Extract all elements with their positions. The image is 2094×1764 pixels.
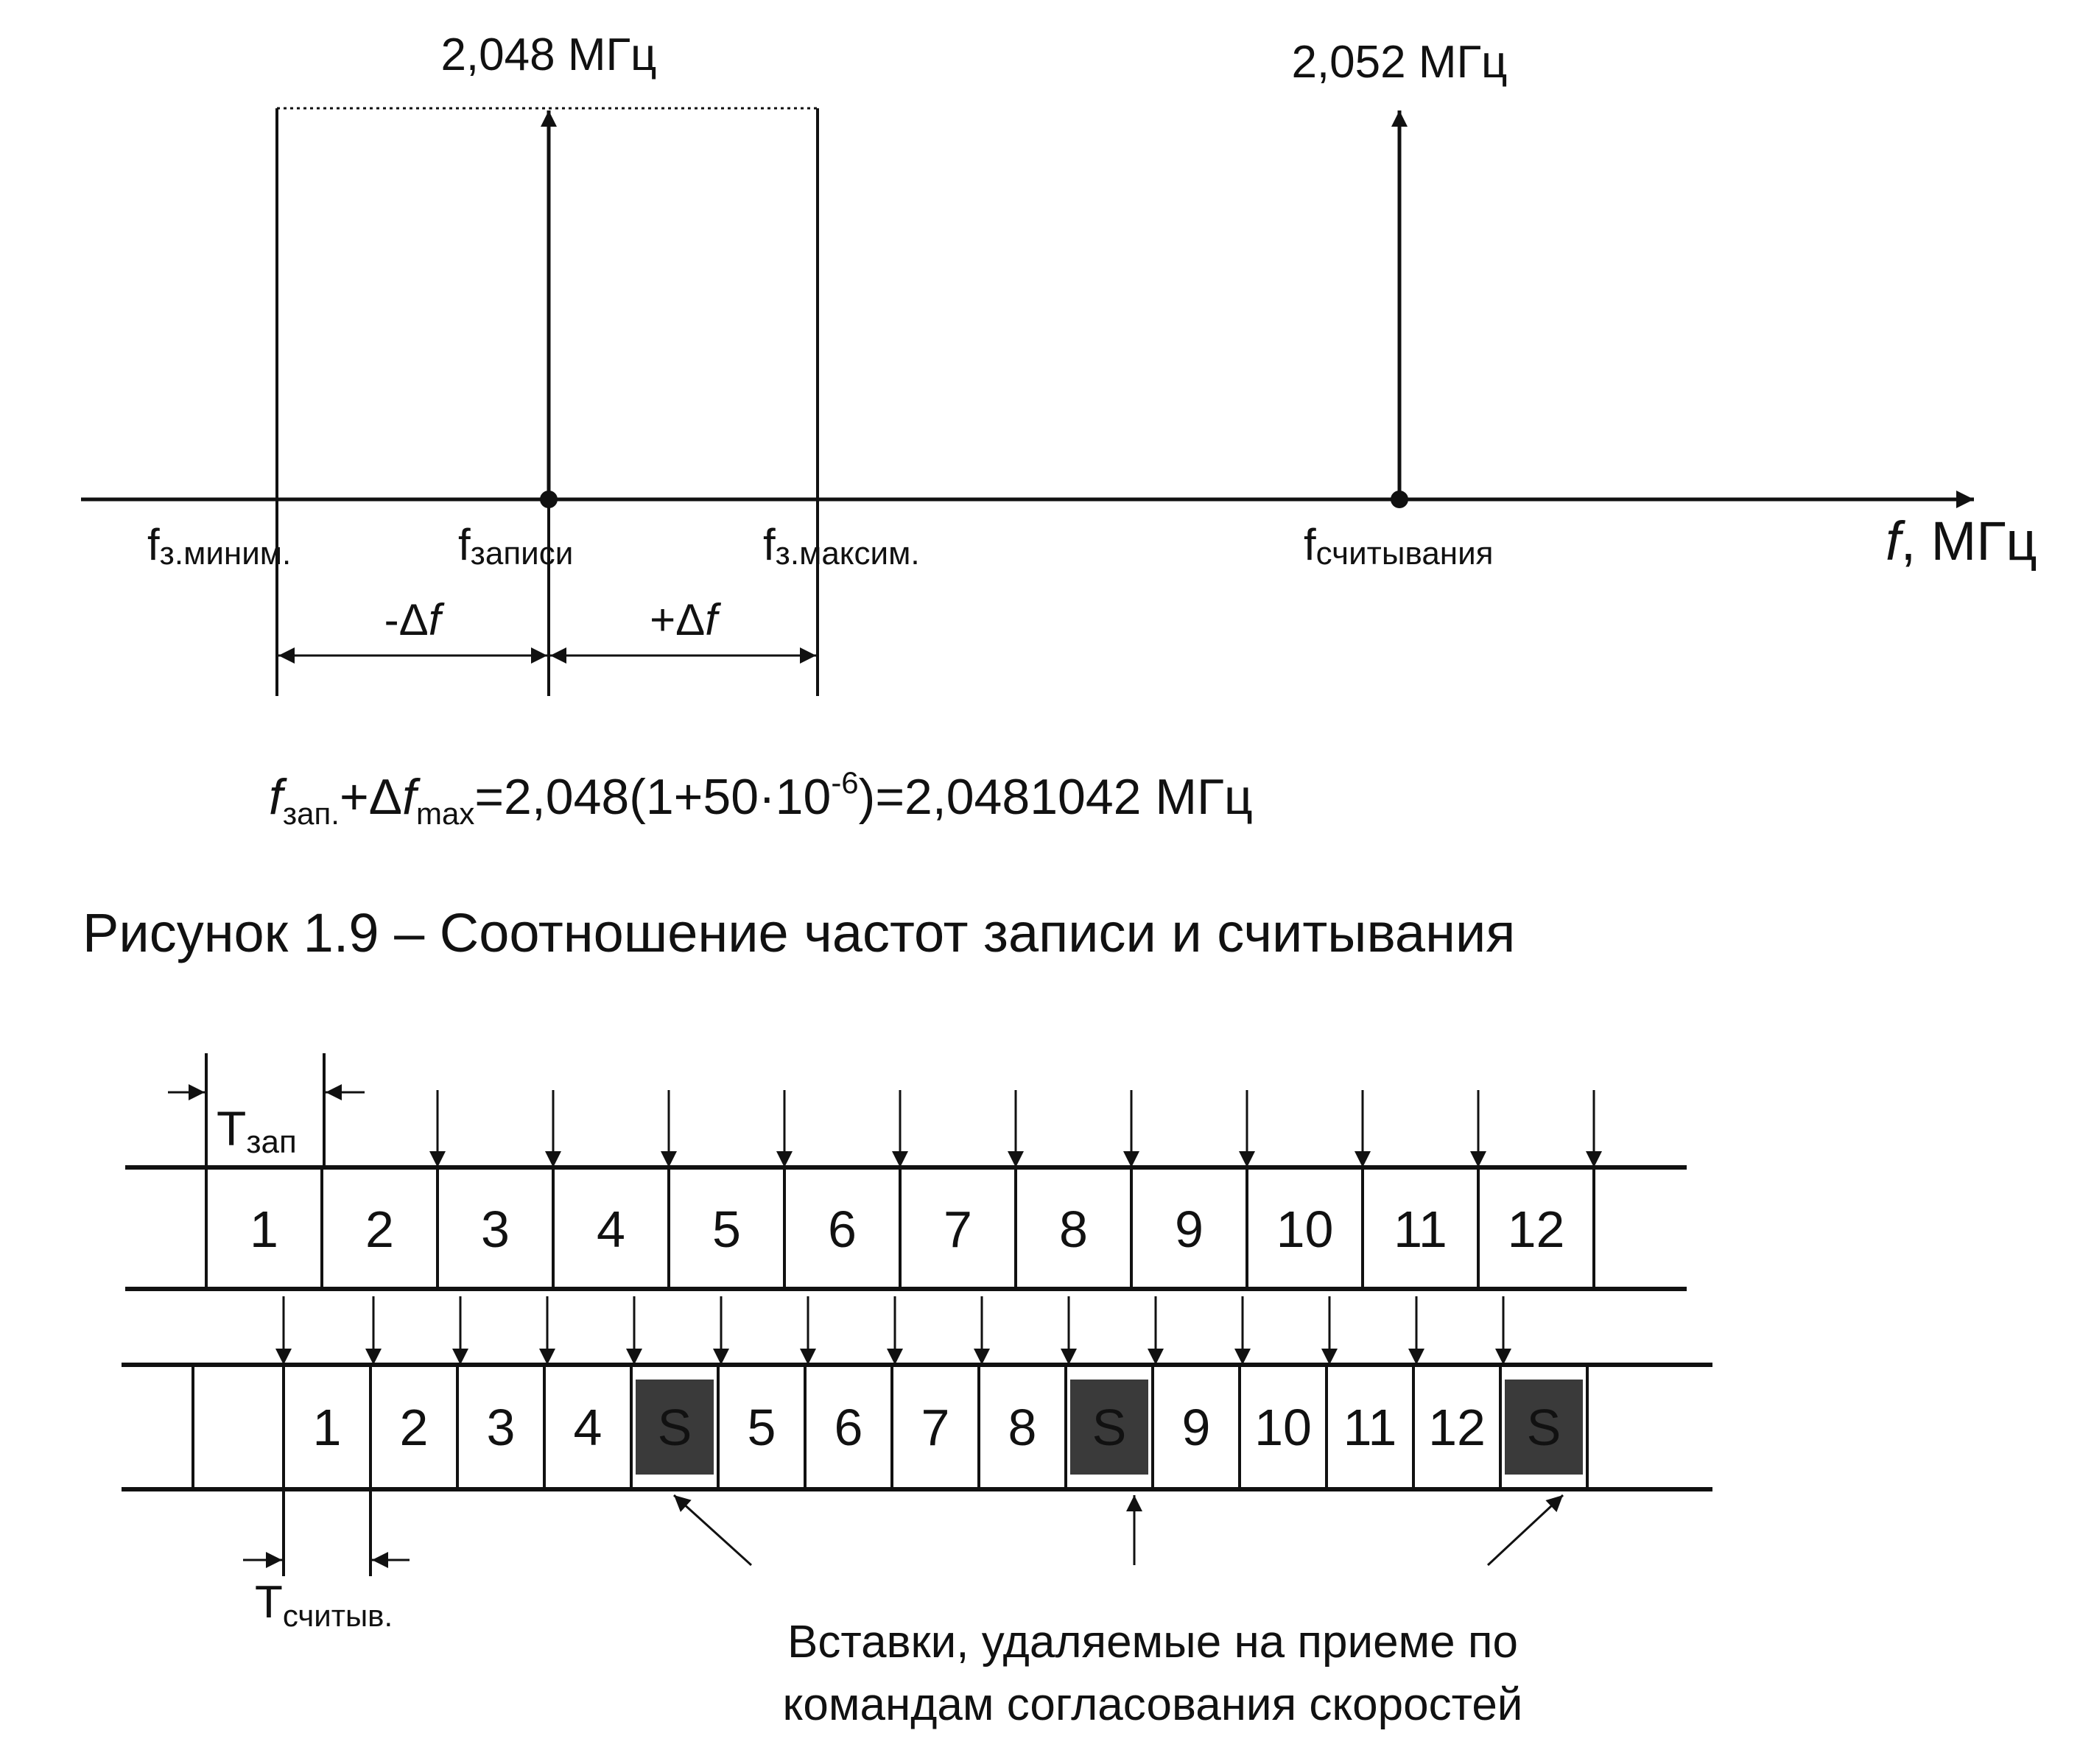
stuffing-slot (1505, 1380, 1583, 1475)
f-read-dot (1391, 491, 1408, 508)
write-slot-label: 2 (365, 1201, 394, 1258)
read-slot-label: 3 (487, 1399, 516, 1456)
f-min-label: fз.миним. (147, 520, 291, 572)
read-slot-label: 6 (835, 1399, 863, 1456)
timing-diagram (122, 1165, 1712, 1491)
write-slot-label: 7 (944, 1201, 972, 1258)
annotation-pointers (672, 1494, 1564, 1567)
annotation-line-2: командам согласования скоростей (783, 1679, 1523, 1730)
write-slot-label: 12 (1508, 1201, 1565, 1258)
write-slot-label: 11 (1394, 1201, 1447, 1258)
write-slot-label: 6 (828, 1201, 857, 1258)
t-write-label: Tзап (217, 1101, 297, 1160)
annotation-line-1: Вставки, удаляемые на приеме по (787, 1617, 1518, 1668)
pointer-left (672, 1494, 753, 1567)
write-slot-label: 9 (1175, 1201, 1204, 1258)
f-write-label: fзаписи (458, 520, 573, 572)
formula: fзап.+Δfmax=2,048(1+50·10-6)=2,0481042 М… (269, 765, 1253, 831)
read-slot-label: 7 (921, 1399, 950, 1456)
pointer-right (1486, 1494, 1564, 1567)
write-frequency-value: 2,048 МГц (440, 29, 656, 80)
write-slot-label: 8 (1059, 1201, 1088, 1258)
write-slot-label: 1 (250, 1201, 278, 1258)
frequency-diagram (81, 107, 1974, 696)
read-slot-label: 5 (748, 1399, 776, 1456)
stuffing-slot (636, 1380, 714, 1475)
t-write-marker (168, 1053, 365, 1167)
axis-label: f, МГц (1886, 510, 2037, 572)
read-slot-label: 12 (1428, 1399, 1486, 1456)
write-slot-label: 4 (597, 1201, 625, 1258)
read-slot-label: 2 (400, 1399, 429, 1456)
write-slot-label: 5 (712, 1201, 741, 1258)
minus-delta-label: -Δf (384, 595, 445, 644)
stuffing-slot (1070, 1380, 1148, 1475)
write-slot-label: 3 (481, 1201, 510, 1258)
read-slot-label: 4 (574, 1399, 602, 1456)
read-slot-label: 8 (1008, 1399, 1037, 1456)
figure-caption: Рисунок 1.9 – Соотношение частот записи … (82, 902, 1515, 963)
plus-delta-label: +Δf (650, 595, 721, 644)
t-read-label: Tсчитыв. (255, 1577, 393, 1633)
stuffing-slot-label: S (1527, 1399, 1561, 1456)
stuffing-slot-label: S (1092, 1399, 1127, 1456)
read-slot-label: 10 (1254, 1399, 1312, 1456)
read-frequency-value: 2,052 МГц (1291, 37, 1507, 88)
read-slot-label: 9 (1182, 1399, 1211, 1456)
f-write-dot (540, 491, 558, 508)
f-max-label: fз.максим. (763, 520, 920, 572)
read-slot-label: 11 (1343, 1399, 1397, 1456)
stuffing-slot-label: S (658, 1399, 692, 1456)
write-slot-label: 10 (1276, 1201, 1334, 1258)
read-slot-label: 1 (313, 1399, 342, 1456)
t-read-marker (243, 1489, 410, 1576)
f-read-label: fсчитывания (1304, 520, 1494, 572)
